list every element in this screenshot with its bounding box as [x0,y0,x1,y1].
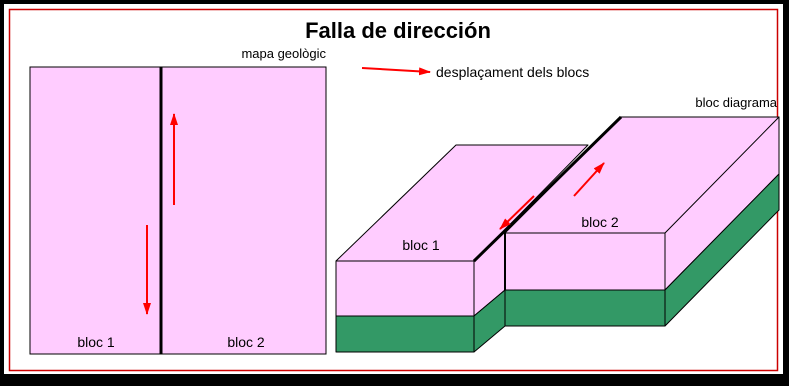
map-block-1-label: bloc 1 [77,334,115,350]
block-2-front-upper [504,232,666,291]
geologic-map: mapa geològic bloc 1 bloc 2 [29,46,327,355]
diagram-block-1-label: bloc 1 [402,237,440,253]
block-diagram: bloc diagrama bloc 1 bloc 2 [335,95,780,353]
block-1-side-lower [473,289,506,353]
block-1-front-lower [335,315,475,353]
legend-label: desplaçament dels blocs [436,64,589,80]
block-1-front-upper [335,260,475,317]
legend-arrow [361,67,431,76]
diagram-arrow-block-2 [573,162,605,197]
block-2-front-lower [504,289,666,327]
block-diagram-label: bloc diagrama [695,95,777,110]
diagram-arrow-block-1 [499,195,535,230]
map-block-2-label: bloc 2 [227,334,265,350]
diagram-fault-line [472,115,623,263]
map-area [29,66,327,355]
legend: desplaçament dels blocs [361,64,589,80]
block-2-side-lower [664,173,780,327]
figure-title: Falla de dirección [305,18,491,43]
map-label: mapa geològic [241,46,326,61]
diagram-block-2-label: bloc 2 [581,214,619,230]
